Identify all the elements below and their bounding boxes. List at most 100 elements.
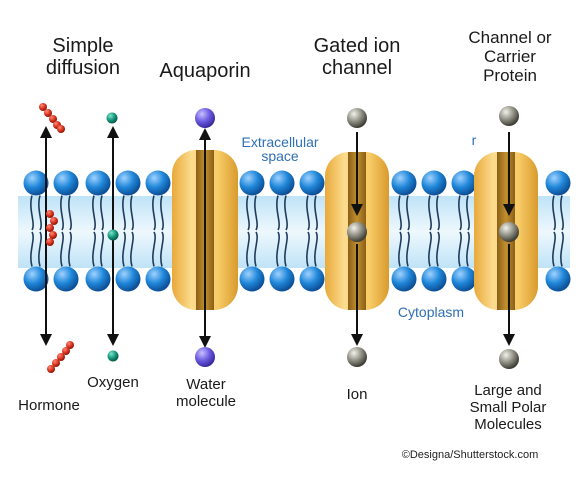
phospholipid-head	[545, 266, 571, 292]
water-molecule-label: Water molecule	[175, 376, 237, 410]
phospholipid-tail	[30, 195, 34, 231]
phospholipid-tail	[60, 195, 64, 231]
phospholipid-head	[145, 170, 171, 196]
image-credit: ©Designa/Shutterstock.com	[401, 449, 539, 461]
ion-icon	[347, 347, 367, 367]
phospholipid-tail	[284, 195, 288, 231]
phospholipid-head	[53, 170, 79, 196]
phospholipid-tail	[428, 231, 432, 267]
phospholipid-head	[145, 266, 171, 292]
phospholipid-tail	[458, 231, 462, 267]
phospholipid-tail	[314, 231, 318, 267]
phospholipid-tail	[92, 231, 96, 267]
phospholipid-tail	[100, 231, 104, 267]
phospholipid-tail	[254, 195, 258, 231]
hormone-molecule-icon	[47, 341, 74, 373]
phospholipid-tail	[406, 231, 410, 267]
phospholipid-tail	[130, 195, 134, 231]
phospholipid-tail	[92, 195, 96, 231]
phospholipid-head	[53, 266, 79, 292]
phospholipid-tail	[122, 231, 126, 267]
phospholipid-tail	[436, 231, 440, 267]
ion-icon	[347, 222, 367, 242]
oxygen-molecule-icon	[107, 229, 119, 241]
phospholipid-tail	[306, 195, 310, 231]
phospholipid-tail	[406, 195, 410, 231]
phospholipid-head	[299, 170, 325, 196]
phospholipid-tail	[246, 231, 250, 267]
phospholipid-tail	[100, 195, 104, 231]
phospholipid-tail	[560, 231, 564, 267]
phospholipid-tail	[130, 231, 134, 267]
polar-molecule-icon	[499, 106, 519, 126]
phospholipid-head	[115, 170, 141, 196]
polar-molecule-icon	[499, 349, 519, 369]
phospholipid-tail	[306, 231, 310, 267]
oxygen-label: Oxygen	[87, 374, 139, 391]
phospholipid-tail	[552, 231, 556, 267]
polar-molecule-icon	[499, 222, 519, 242]
water-molecule-icon	[195, 347, 215, 367]
phospholipid-head	[23, 266, 49, 292]
phospholipid-tail	[68, 195, 72, 231]
phospholipid-tail	[68, 231, 72, 267]
gated-ion-channel-heading: Gated ion channel	[313, 35, 401, 80]
phospholipid-tail	[254, 231, 258, 267]
simple-diffusion-heading: Simple diffusion	[45, 35, 121, 80]
phospholipid-tail	[560, 195, 564, 231]
phospholipid-head	[85, 266, 111, 292]
phospholipid-head	[421, 266, 447, 292]
extracellular-space-label: Extracellular space	[241, 134, 319, 164]
phospholipid-tail	[466, 195, 470, 231]
phospholipid-tail	[428, 195, 432, 231]
ion-icon	[347, 108, 367, 128]
aquaporin-heading: Aquaporin	[159, 60, 251, 82]
phospholipid-head	[451, 266, 477, 292]
phospholipid-tail	[276, 195, 280, 231]
oxygen-molecule-icon	[106, 112, 118, 124]
oxygen-molecule-icon	[107, 350, 119, 362]
phospholipid-tail	[60, 231, 64, 267]
phospholipid-tail	[398, 195, 402, 231]
phospholipid-tail	[276, 231, 280, 267]
phospholipid-head	[391, 170, 417, 196]
phospholipid-tail	[552, 195, 556, 231]
phospholipid-head	[239, 266, 265, 292]
hormone-molecule-icon	[39, 103, 65, 133]
phospholipid-head	[85, 170, 111, 196]
phospholipid-head	[23, 170, 49, 196]
phospholipid-tail	[466, 231, 470, 267]
stray-region-mark: r	[471, 132, 477, 148]
phospholipid-head	[545, 170, 571, 196]
polar-molecules-label: Large and Small Polar Molecules	[469, 382, 547, 433]
phospholipid-tail	[246, 195, 250, 231]
phospholipid-head	[269, 266, 295, 292]
phospholipid-heads	[23, 170, 571, 292]
phospholipid-head	[239, 170, 265, 196]
phospholipid-head	[391, 266, 417, 292]
phospholipid-head	[299, 266, 325, 292]
phospholipid-tail	[398, 231, 402, 267]
phospholipid-tail	[152, 231, 156, 267]
hormone-molecule-icon	[46, 210, 58, 246]
phospholipid-tail	[458, 195, 462, 231]
phospholipid-tail	[284, 231, 288, 267]
phospholipid-tail	[160, 231, 164, 267]
ion-label: Ion	[346, 386, 368, 403]
phospholipid-tail	[122, 195, 126, 231]
phospholipid-tail	[160, 195, 164, 231]
phospholipid-tail	[30, 231, 34, 267]
phospholipid-head	[269, 170, 295, 196]
phospholipid-tail	[436, 195, 440, 231]
hormone-label: Hormone	[18, 397, 80, 414]
phospholipid-tails	[30, 195, 564, 267]
phospholipid-head	[451, 170, 477, 196]
phospholipid-head	[115, 266, 141, 292]
phospholipid-tail	[152, 195, 156, 231]
phospholipid-tail	[314, 195, 318, 231]
phospholipid-head	[421, 170, 447, 196]
water-molecule-icon	[195, 108, 215, 128]
carrier-protein-heading: Channel or Carrier Protein	[468, 28, 552, 86]
cytoplasm-label: Cytoplasm	[397, 304, 465, 320]
